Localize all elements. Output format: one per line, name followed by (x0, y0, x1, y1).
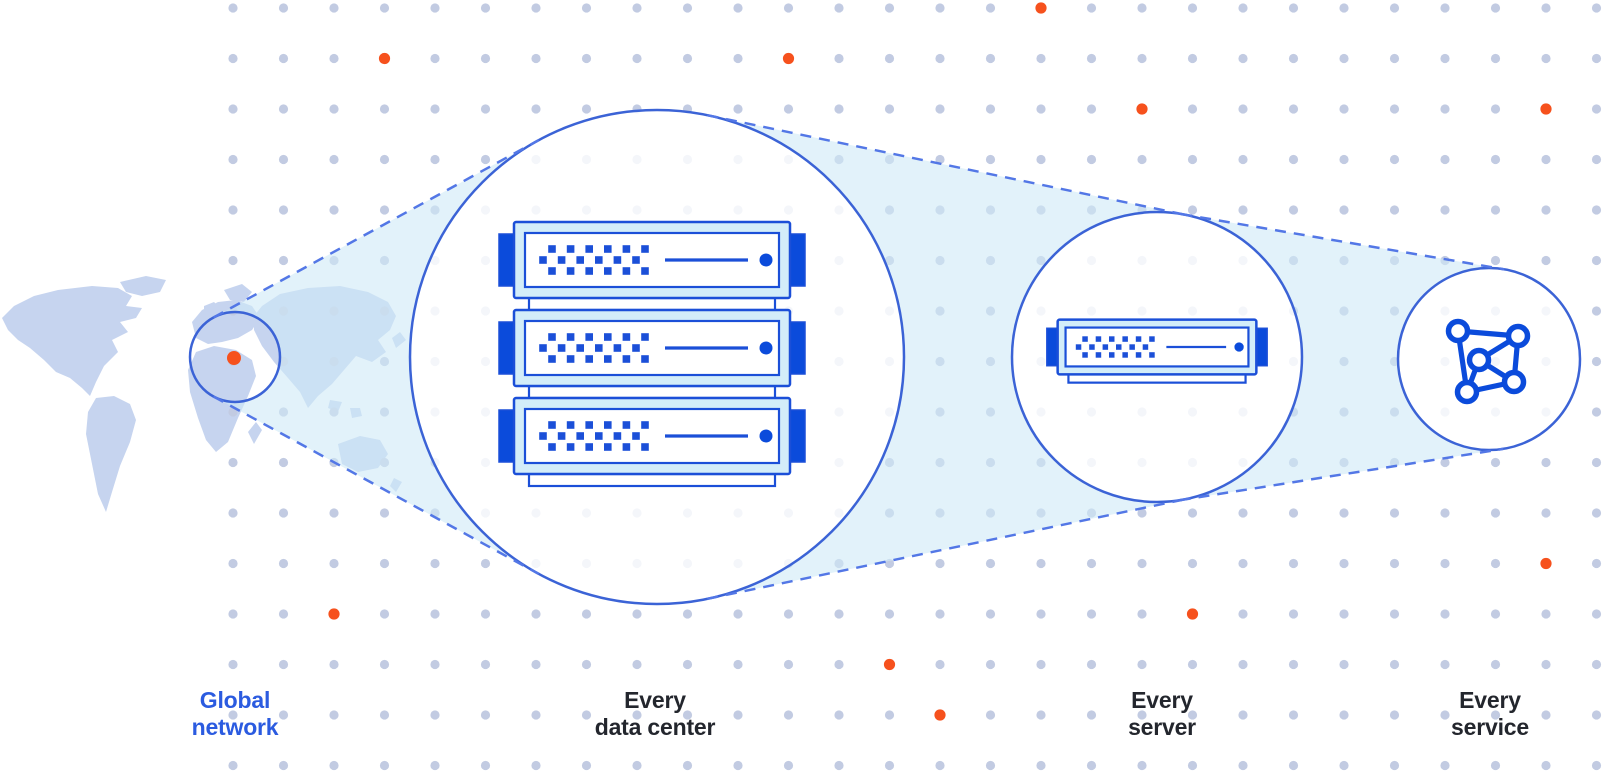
location-marker-dot-icon (227, 351, 241, 365)
network-mesh-icon (1445, 318, 1531, 405)
continent-scandinavia (224, 284, 252, 302)
zoom-dashed-lines (212, 113, 1505, 601)
zoom-cone-fills (213, 115, 1505, 599)
stage-label-line: Every (1131, 687, 1193, 713)
global-network-circle (188, 310, 282, 404)
stage-label-line: service (1451, 714, 1529, 740)
stage-label-line: network (191, 714, 279, 740)
continent-south-america (86, 396, 136, 512)
stage-label-line: Every (624, 687, 686, 713)
stage-label-global-network: Global network (192, 687, 279, 741)
stage-label-line: Every (1459, 687, 1521, 713)
continent-greenland (120, 276, 166, 296)
stage-label-line: Global (199, 687, 271, 713)
single-server-icon (1046, 318, 1268, 384)
stage-label-line: server (1128, 714, 1196, 740)
stage-label-every-data-center: Every data center (595, 687, 716, 741)
stage-label-every-server: Every server (1128, 687, 1196, 741)
stage-label-every-service: Every service (1451, 687, 1529, 741)
stage-label-line: data center (594, 714, 716, 740)
continent-north-america (2, 286, 142, 396)
island-uk (204, 302, 220, 314)
server-rack-stack-icon (498, 220, 806, 488)
island-madagascar (248, 422, 262, 444)
